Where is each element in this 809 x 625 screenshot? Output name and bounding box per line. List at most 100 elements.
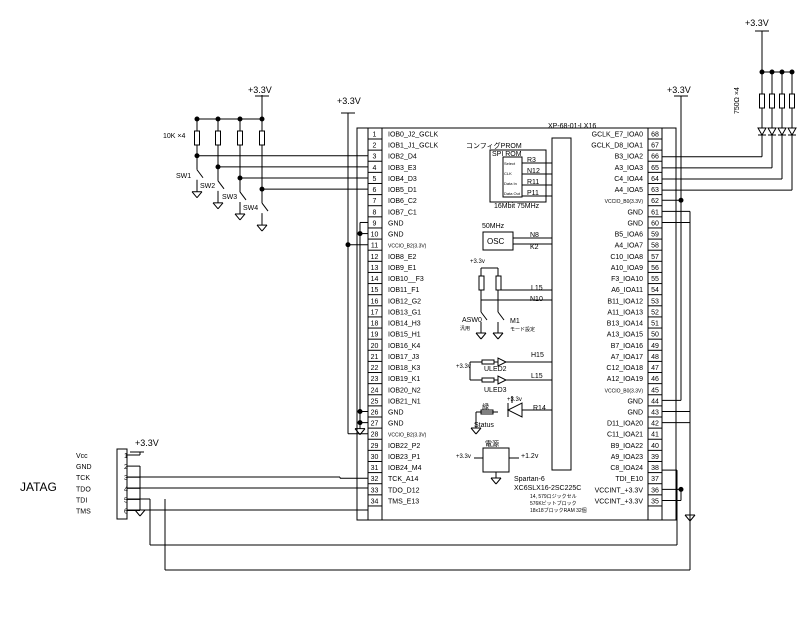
led-net-label: H15	[531, 352, 544, 359]
pin-label-right: A3_IOA3	[615, 165, 644, 172]
spi-net-label: N12	[527, 168, 540, 175]
pin-label-right: VCCIO_B0(3.3V)	[605, 388, 644, 394]
resistors-left-label: 10K ×4	[163, 133, 185, 140]
pin-number-left: 5	[373, 176, 377, 183]
switch-label: SW2	[200, 183, 215, 190]
pin-label-right: A11_IOA13	[607, 309, 643, 316]
switch-blade	[497, 311, 505, 321]
pin-number-left: 33	[371, 487, 379, 494]
spi-pin-label: Data In	[504, 181, 517, 186]
pin-label-right: B7_IOA16	[611, 343, 643, 350]
oscillator-box	[482, 231, 514, 251]
pin-label-left: IOB10__F3	[388, 276, 424, 283]
spi-rom-note: 16Mbit 75MHz	[494, 203, 540, 210]
pin-number-right: 51	[651, 321, 659, 328]
pin-number-left: 1	[373, 132, 377, 139]
pin-label-left: VCCIO_B2(3.3V)	[388, 244, 427, 250]
junction-dot	[678, 197, 684, 203]
m1-label: M1	[510, 318, 520, 325]
chip-family: Spartan-6	[514, 476, 545, 483]
pin-number-right: 54	[651, 287, 659, 294]
junction-dot	[237, 116, 243, 122]
pin-label-right: VCCINT_+3.3V	[595, 487, 644, 494]
junction-dot	[678, 486, 684, 492]
junction-dot	[215, 116, 221, 122]
pin-number-right: 49	[651, 343, 659, 350]
status-diode	[506, 402, 523, 418]
supply-label-2: +3.3V	[337, 96, 361, 106]
pin-number-left: 12	[371, 254, 379, 261]
osc-label: OSC	[487, 237, 505, 246]
jtag-title: JATAG	[20, 480, 57, 494]
pin-number-left: 16	[371, 298, 379, 305]
fpga-chip-body	[551, 137, 572, 471]
jtag-pin-number: 5	[124, 497, 128, 504]
led-resistor	[789, 93, 795, 109]
status-color: 緑	[482, 402, 489, 411]
jtag-pin-name: GND	[76, 464, 92, 471]
pin-label-right: B3_IOA2	[615, 154, 644, 161]
jtag-pin-number: 1	[124, 453, 128, 460]
jtag-pin-name: TDO	[76, 486, 91, 493]
pin-number-right: 44	[651, 398, 659, 405]
pin-number-left: 17	[371, 309, 379, 316]
spi-rom-title: SPI ROM	[492, 151, 522, 158]
pin-label-left: IOB24_M4	[388, 465, 422, 472]
led-diode	[787, 127, 797, 137]
pin-label-right: GND	[627, 220, 643, 227]
pin-label-left: IOB7_C1	[388, 209, 417, 216]
pin-number-left: 18	[371, 321, 379, 328]
pin-label-right: F3_IOA10	[611, 276, 643, 283]
pin-label-left: IOB16_K4	[388, 343, 420, 350]
asw0-sub: 汎用	[460, 325, 470, 332]
junction-dot	[194, 116, 200, 122]
pin-number-right: 61	[651, 209, 659, 216]
ground-symbol	[492, 332, 504, 340]
pin-label-left: IOB6_C2	[388, 198, 417, 205]
pin-label-left: TCK_A14	[388, 476, 418, 483]
status-voltage: +3.3v	[507, 397, 522, 403]
jtag-connector	[116, 448, 128, 520]
pin-number-left: 4	[373, 165, 377, 172]
osc-net-label: K2	[530, 244, 539, 251]
led-resistor	[779, 93, 785, 109]
config-prom-title: コンフィグPROM	[466, 141, 522, 150]
pin-number-left: 23	[371, 376, 379, 383]
pullup-resistor	[194, 130, 200, 146]
pin-number-left: 19	[371, 332, 379, 339]
module-outline	[356, 127, 677, 521]
pin-label-right: D11_IOA20	[607, 421, 643, 428]
pin-number-right: 38	[651, 465, 659, 472]
pin-number-right: 46	[651, 376, 659, 383]
pin-number-right: 39	[651, 454, 659, 461]
uled3-label: ULED3	[484, 387, 507, 394]
pin-label-left: IOB13_G1	[388, 309, 421, 316]
pin-number-right: 45	[651, 387, 659, 394]
regulator-box	[482, 447, 510, 473]
chip-note-2: 576Kビットブロック	[530, 500, 577, 507]
pullup-resistor	[259, 130, 265, 146]
pin-number-right: 53	[651, 298, 659, 305]
switch-blade	[196, 169, 204, 179]
pin-label-right: VCCINT_+3.3V	[595, 498, 644, 505]
junction-dot	[345, 242, 351, 248]
pin-number-right: 52	[651, 309, 659, 316]
pin-number-right: 41	[651, 432, 659, 439]
pin-label-left: IOB8_E2	[388, 254, 417, 261]
regulator-out: +1.2v	[521, 453, 539, 460]
led-resistor	[759, 93, 765, 109]
wires	[127, 30, 795, 571]
pin-number-left: 8	[373, 209, 377, 216]
osc-freq: 50MHz	[482, 223, 505, 230]
pin-label-left: IOB15_H1	[388, 332, 421, 339]
pin-label-left: GND	[388, 421, 404, 428]
pin-label-left: IOB14_H3	[388, 321, 421, 328]
ground-symbol	[212, 202, 224, 210]
osc-net-label: N8	[530, 232, 539, 239]
pin-number-right: 47	[651, 365, 659, 372]
switch-blade	[480, 311, 488, 321]
pin-number-left: 32	[371, 476, 379, 483]
pin-label-left: IOB18_K3	[388, 365, 420, 372]
